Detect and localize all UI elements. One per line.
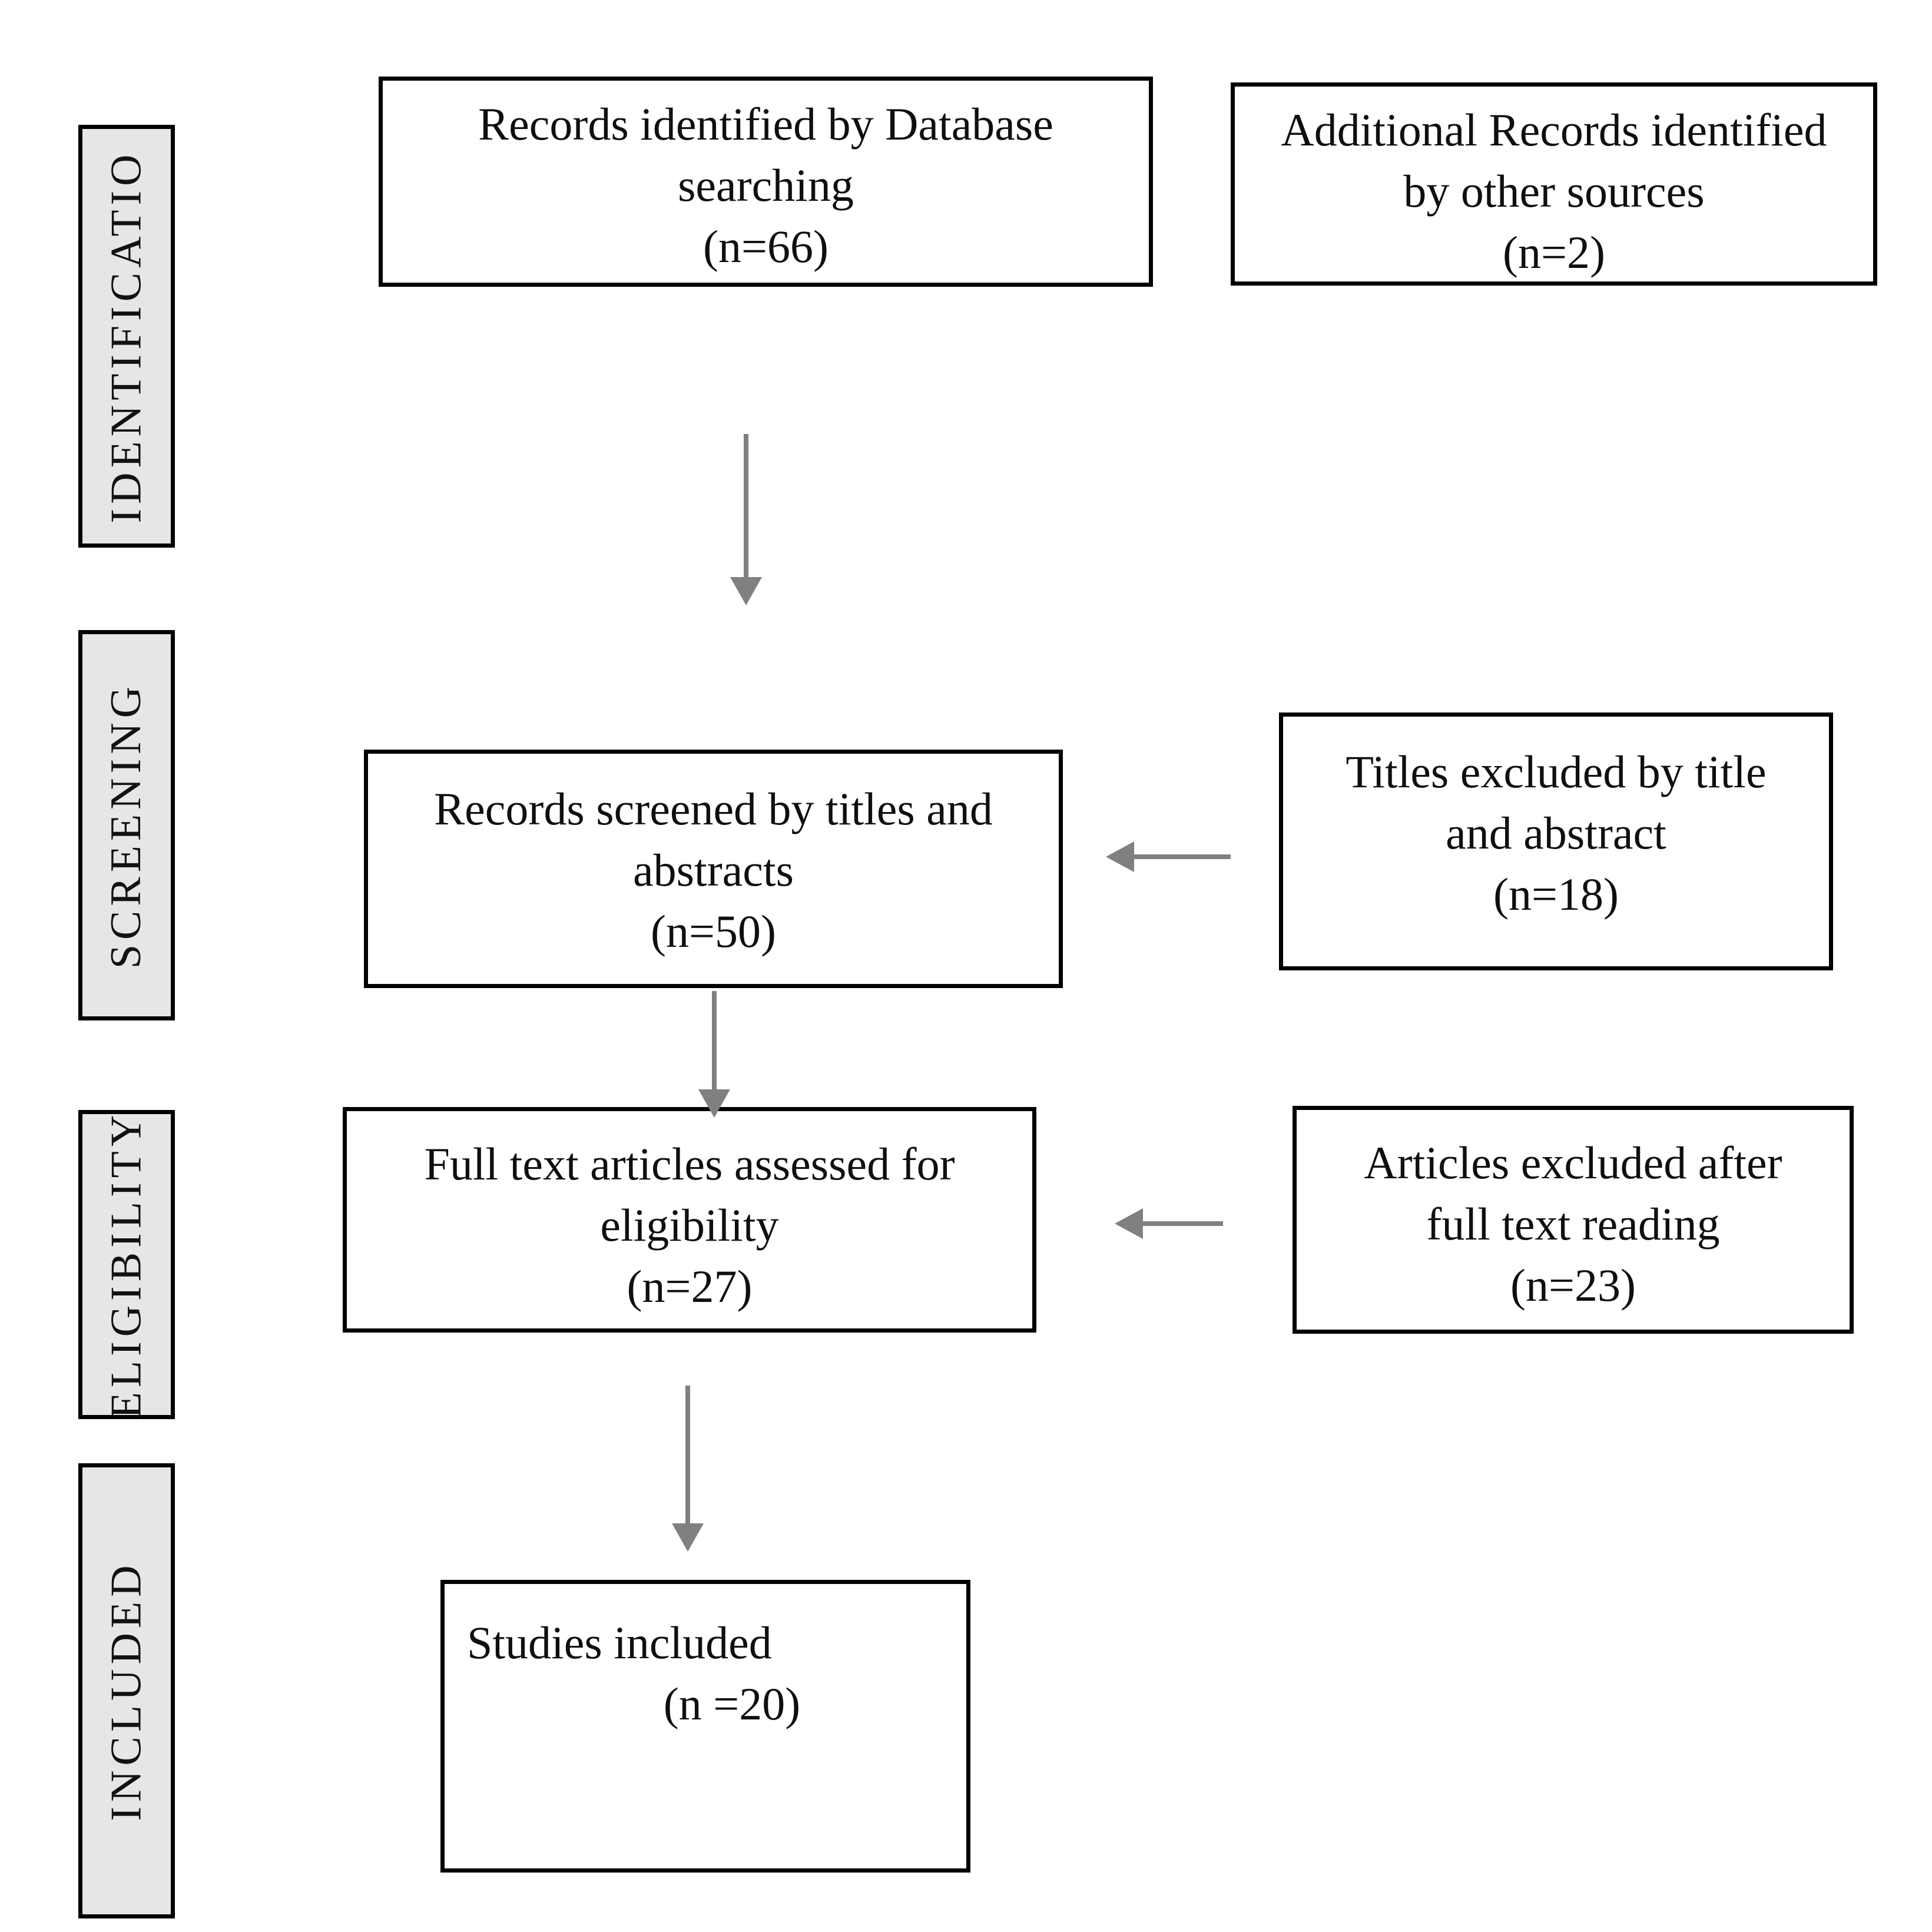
arrow-left-head-icon <box>1115 1208 1143 1239</box>
full-text-assessed-line1: Full text articles assessed for <box>424 1138 955 1189</box>
records-screened-count: (n=50) <box>651 906 776 957</box>
full-text-assessed-line2: eligibility <box>600 1199 779 1251</box>
additional-records-box: Additional Records identified by other s… <box>1231 82 1877 286</box>
articles-excluded-line2: full text reading <box>1426 1198 1720 1250</box>
arrow-shaft <box>1141 1221 1223 1226</box>
stage-identification: IDENTIFICATIO <box>78 125 175 548</box>
stage-screening: SCREENING <box>78 630 175 1020</box>
records-identified-count: (n=66) <box>703 221 829 272</box>
titles-excluded-box: Titles excluded by title and abstract (n… <box>1279 713 1833 970</box>
articles-excluded-box: Articles excluded after full text readin… <box>1293 1106 1854 1334</box>
additional-records-line2: by other sources <box>1403 165 1705 217</box>
stage-identification-label: IDENTIFICATIO <box>102 149 151 523</box>
arrow-shaft <box>712 991 717 1092</box>
records-screened-line1: Records screened by titles and <box>434 783 993 834</box>
arrow-shaft <box>1132 854 1231 859</box>
arrow-down-head-icon <box>698 1089 730 1118</box>
records-screened-line2: abstracts <box>633 844 794 896</box>
arrow-identified-to-screened <box>728 434 764 605</box>
stage-screening-label: SCREENING <box>102 681 151 969</box>
titles-excluded-line2: and abstract <box>1446 807 1666 859</box>
additional-records-line1: Additional Records identified <box>1281 104 1827 155</box>
records-identified-line2: searching <box>678 160 854 211</box>
arrow-articles-excluded-to-fulltext <box>1115 1206 1223 1241</box>
arrow-shaft <box>685 1386 690 1526</box>
additional-records-count: (n=2) <box>1503 227 1605 278</box>
stage-eligibility: ELIGIBILITY <box>78 1110 175 1419</box>
arrow-left-head-icon <box>1106 841 1134 872</box>
stage-included-label: INCLUDED <box>102 1560 151 1821</box>
arrow-titles-excluded-to-screened <box>1106 839 1231 874</box>
records-screened-box: Records screened by titles and abstracts… <box>364 750 1063 988</box>
studies-included-line1: Studies included <box>467 1617 772 1668</box>
stage-included: INCLUDED <box>78 1463 175 1918</box>
titles-excluded-line1: Titles excluded by title <box>1346 746 1767 797</box>
arrow-shaft <box>744 434 748 579</box>
records-identified-line1: Records identified by Database <box>478 98 1053 150</box>
articles-excluded-line1: Articles excluded after <box>1364 1137 1782 1188</box>
studies-included-count: (n =20) <box>663 1678 801 1729</box>
arrow-down-head-icon <box>730 577 762 605</box>
arrow-screened-to-fulltext <box>697 991 732 1118</box>
titles-excluded-count: (n=18) <box>1493 869 1619 920</box>
full-text-assessed-box: Full text articles assessed for eligibil… <box>343 1107 1036 1333</box>
arrow-fulltext-to-included <box>670 1386 705 1552</box>
full-text-assessed-count: (n=27) <box>627 1261 753 1312</box>
records-identified-box: Records identified by Database searching… <box>379 77 1153 287</box>
articles-excluded-count: (n=23) <box>1510 1260 1636 1311</box>
stage-eligibility-label: ELIGIBILITY <box>102 1110 151 1419</box>
arrow-down-head-icon <box>672 1523 704 1552</box>
studies-included-box: Studies included (n =20) <box>440 1580 970 1873</box>
